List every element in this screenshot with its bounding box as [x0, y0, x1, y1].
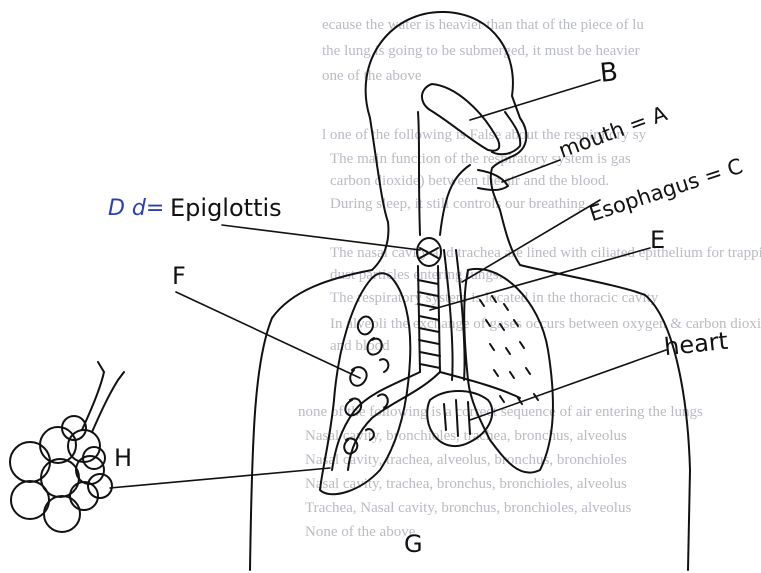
pointer-h — [110, 468, 330, 488]
right-bronchus — [440, 372, 520, 398]
pharynx — [418, 112, 420, 235]
pointer-mouth — [502, 160, 560, 182]
right-lung — [464, 269, 553, 473]
pointer-e — [430, 248, 650, 310]
label-h: H — [114, 444, 132, 472]
pharynx-front — [440, 165, 470, 235]
label-g: G — [404, 530, 423, 558]
pointer-heart — [470, 350, 666, 420]
label-e: E — [650, 226, 665, 254]
mouth — [478, 170, 508, 190]
trachea-rings — [418, 280, 440, 368]
esophagus — [444, 250, 465, 380]
pointer-b — [470, 80, 600, 120]
label-f: F — [172, 262, 186, 290]
pointer-epiglottis — [222, 225, 420, 250]
nose — [492, 112, 520, 154]
label-d-prefix: D d= — [108, 196, 164, 221]
heart — [427, 391, 492, 446]
trachea-left — [418, 266, 420, 372]
pointer-f — [176, 292, 360, 378]
label-epiglottis: Epiglottis — [170, 194, 282, 222]
bronchiole-stem — [82, 362, 124, 432]
pointer-esophagus — [462, 200, 600, 282]
label-b: B — [598, 57, 619, 89]
nasal-cavity — [422, 84, 499, 151]
head-outline — [366, 12, 690, 570]
